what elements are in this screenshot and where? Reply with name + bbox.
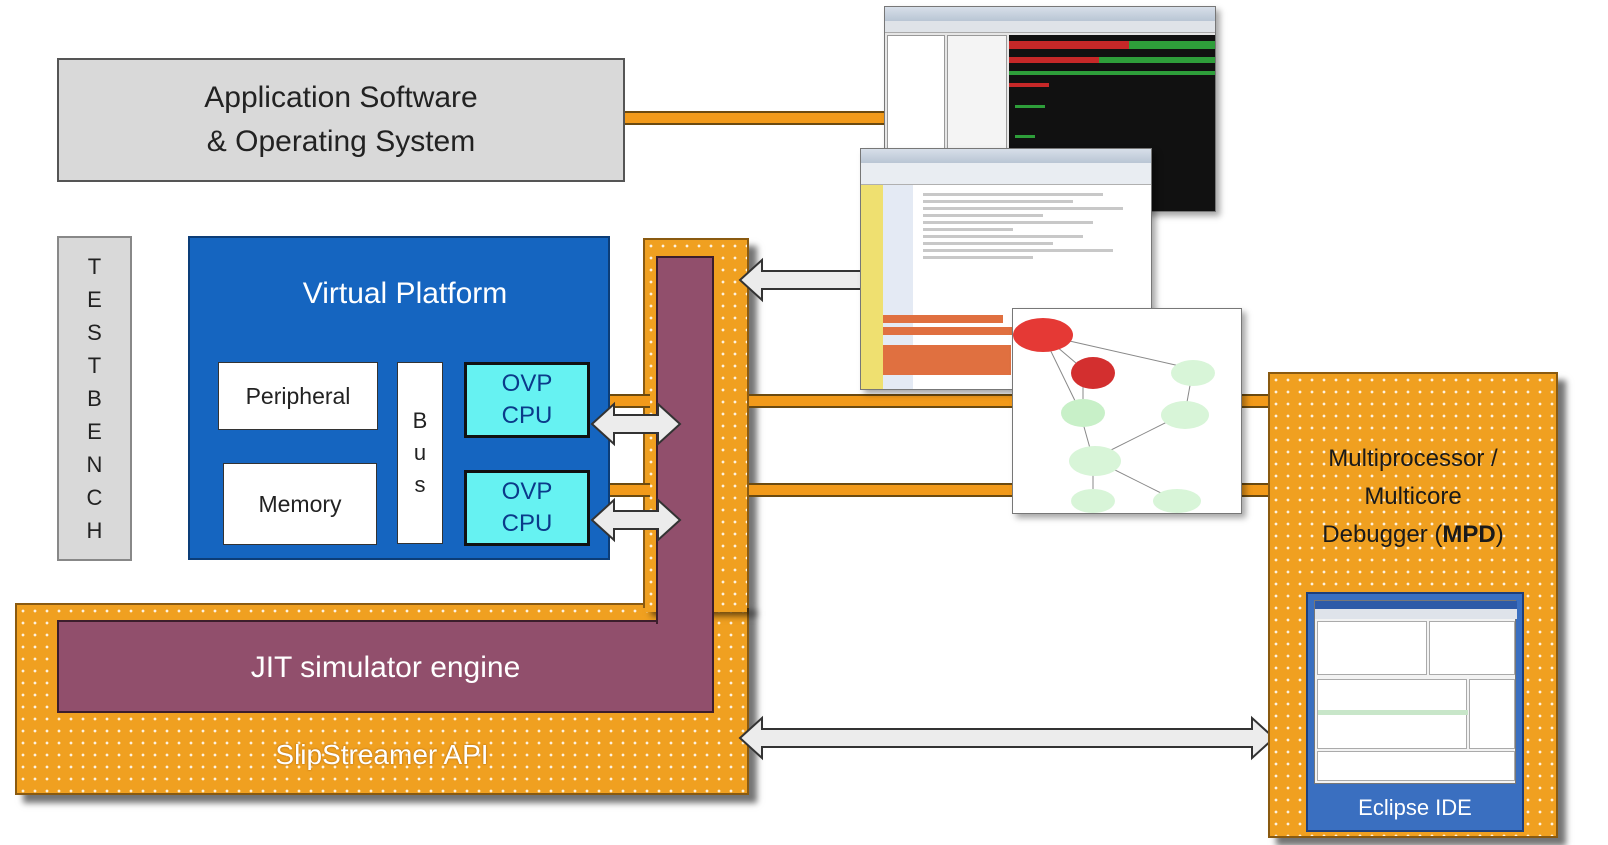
code-lines <box>917 189 1147 309</box>
testbench-box: T E S T B E N C H <box>57 236 132 561</box>
mpd-label: Multiprocessor / Multicore Debugger (MPD… <box>1270 432 1556 562</box>
waveform-trace <box>1015 135 1035 138</box>
virtual-platform-box: Virtual Platform Peripheral Memory B u s… <box>188 236 610 560</box>
testbench-letter: E <box>87 419 102 444</box>
testbench-letter: H <box>86 518 103 543</box>
ovp-cpu-1-line2: CPU <box>501 402 553 429</box>
bus-letter: s <box>414 472 426 497</box>
ovp-cpu-2-line1: OVP <box>501 478 553 505</box>
eclipse-variables-view <box>1429 621 1515 675</box>
jit-engine-bottom <box>57 620 714 713</box>
code-line <box>923 256 1033 259</box>
mpd-label-line3: Debugger (MPD) <box>1322 521 1504 548</box>
testbench-letter: S <box>87 320 102 345</box>
waveform-window-bar <box>885 7 1215 22</box>
call-graph-node <box>1061 399 1105 427</box>
cpu1-double-arrow <box>590 401 682 447</box>
waveform-trace <box>1009 41 1129 49</box>
jit-engine-label: JIT simulator engine <box>250 651 521 684</box>
eclipse-outline-view <box>1469 679 1515 749</box>
waveform-trace <box>1099 57 1215 63</box>
uncovered-line <box>883 327 1013 335</box>
bus-box: B u s <box>397 362 443 544</box>
ovp-cpu-1-line1: OVP <box>501 370 553 397</box>
ovp-cpu-1: OVP CPU <box>464 362 590 438</box>
testbench-letter: N <box>86 452 103 477</box>
application-software-box: Application Software & Operating System <box>57 58 625 182</box>
slipstreamer-api-label: SlipStreamer API <box>275 739 489 770</box>
app-box-line1: Application Software <box>204 81 478 114</box>
call-graph-node <box>1161 401 1209 429</box>
testbench-letter: T <box>87 353 102 378</box>
code-line <box>923 228 1013 231</box>
waveform-trace <box>1009 71 1215 75</box>
bus-letter: B <box>412 408 428 433</box>
code-line <box>923 235 1083 238</box>
eclipse-console-view <box>1317 751 1515 781</box>
code-line <box>923 249 1113 252</box>
testbench-letter: T <box>87 254 102 279</box>
waveform-trace <box>1009 57 1099 63</box>
bus-letter: u <box>413 440 427 465</box>
eclipse-debug-view <box>1317 621 1427 675</box>
app-box-line2: & Operating System <box>206 125 476 158</box>
code-line <box>923 200 1073 203</box>
app-connector-line <box>625 111 885 125</box>
eclipse-ide-label: Eclipse IDE <box>1358 795 1472 820</box>
eclipse-editor <box>1317 679 1468 749</box>
cpu2-stub <box>610 483 650 497</box>
api-to-mpd-double-arrow <box>738 715 1276 761</box>
eclipse-ide-panel: Eclipse IDE <box>1306 592 1524 832</box>
browser-toolbar <box>861 163 1151 185</box>
code-line <box>923 193 1103 196</box>
uncovered-line <box>883 315 1003 323</box>
uncovered-line <box>883 345 1011 375</box>
call-graph-node <box>1171 360 1215 386</box>
call-graph-node <box>1153 489 1201 513</box>
peripheral-box: Peripheral <box>218 362 378 430</box>
call-graph-node-hot <box>1013 318 1073 352</box>
eclipse-toolbar <box>1315 609 1517 619</box>
call-graph-screenshot <box>1012 308 1242 514</box>
waveform-trace <box>1129 41 1215 49</box>
call-graph-node <box>1071 489 1115 513</box>
call-graph-drawing <box>1013 318 1215 513</box>
code-line <box>923 221 1093 224</box>
call-graph-node <box>1069 446 1121 476</box>
eclipse-current-line <box>1318 710 1468 715</box>
code-line <box>923 214 1043 217</box>
testbench-letter: C <box>86 485 103 510</box>
virtual-platform-title: Virtual Platform <box>302 277 508 310</box>
eclipse-ide-screenshot <box>1314 600 1517 784</box>
mpd-label-line1: Multiprocessor / <box>1328 445 1498 472</box>
ovp-cpu-2: OVP CPU <box>464 470 590 546</box>
cpu1-stub <box>610 394 650 408</box>
waveform-trace <box>1015 105 1045 108</box>
jit-engine-column <box>656 256 714 624</box>
ovp-cpu-2-line2: CPU <box>501 510 553 537</box>
call-graph-node-hot <box>1071 357 1115 389</box>
code-line <box>923 207 1123 210</box>
code-gutter <box>861 185 883 389</box>
mpd-box: Multiprocessor / Multicore Debugger (MPD… <box>1268 372 1558 838</box>
waveform-trace <box>1009 83 1049 87</box>
cpu2-double-arrow <box>590 497 682 543</box>
code-line <box>923 242 1053 245</box>
jit-engine-join <box>658 616 712 624</box>
mpd-label-line2: Multicore <box>1364 483 1462 510</box>
testbench-letter: E <box>87 287 102 312</box>
eclipse-titlebar <box>1315 601 1517 609</box>
browser-window-bar <box>861 149 1151 164</box>
waveform-toolbar <box>885 21 1215 33</box>
memory-box: Memory <box>223 463 377 545</box>
testbench-letter: B <box>87 386 102 411</box>
